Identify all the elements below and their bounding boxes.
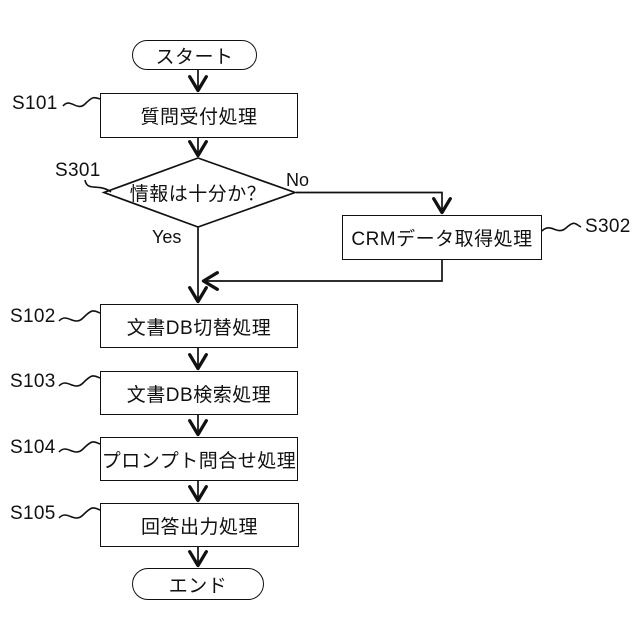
decision-diamond-shape xyxy=(101,157,298,228)
step-label-s104: S104 xyxy=(10,437,56,458)
node-s104: プロンプト問合せ処理 xyxy=(100,437,298,481)
step-label-s301: S301 xyxy=(55,160,101,181)
step-label-s302: S302 xyxy=(585,216,631,237)
step-label-s101: S101 xyxy=(12,93,58,114)
squiggle-s104 xyxy=(58,441,101,453)
node-end: エンド xyxy=(132,568,264,600)
edge-s302-return xyxy=(201,260,443,291)
node-s103: 文書DB検索処理 xyxy=(100,371,298,415)
edge-label-no: No xyxy=(286,170,310,190)
squiggle-s302 xyxy=(541,222,582,232)
squiggle-s105 xyxy=(58,507,101,519)
node-s105: 回答出力処理 xyxy=(100,503,299,547)
step-label-s103: S103 xyxy=(10,371,56,392)
squiggle-s103 xyxy=(58,375,101,387)
node-s104-label: プロンプト問合せ処理 xyxy=(101,450,297,472)
node-s101-label: 質問受付処理 xyxy=(140,107,258,128)
node-start: スタート xyxy=(132,40,257,70)
node-s301-label: 情報は十分か？ xyxy=(129,184,267,205)
squiggle-s102 xyxy=(58,310,101,322)
node-s103-label: 文書DB検索処理 xyxy=(126,384,272,406)
step-label-s105: S105 xyxy=(10,503,56,524)
edge-decision-no-to-s302 xyxy=(296,191,452,215)
node-s102: 文書DB切替処理 xyxy=(100,304,298,348)
squiggle-s301 xyxy=(84,179,112,193)
node-end-label: エンド xyxy=(168,575,228,597)
node-s302: CRMデータ取得処理 xyxy=(342,215,542,260)
squiggle-s101 xyxy=(62,96,101,108)
node-s101: 質問受付処理 xyxy=(100,93,298,138)
edge-label-yes: Yes xyxy=(152,227,182,247)
node-start-label: スタート xyxy=(155,46,234,68)
node-s105-label: 回答出力処理 xyxy=(140,516,258,538)
node-s301-decision: 情報は十分か？ xyxy=(108,177,288,208)
step-label-s102: S102 xyxy=(10,306,56,327)
node-s302-label: CRMデータ取得処理 xyxy=(351,229,533,250)
node-s102-label: 文書DB切替処理 xyxy=(126,317,272,339)
